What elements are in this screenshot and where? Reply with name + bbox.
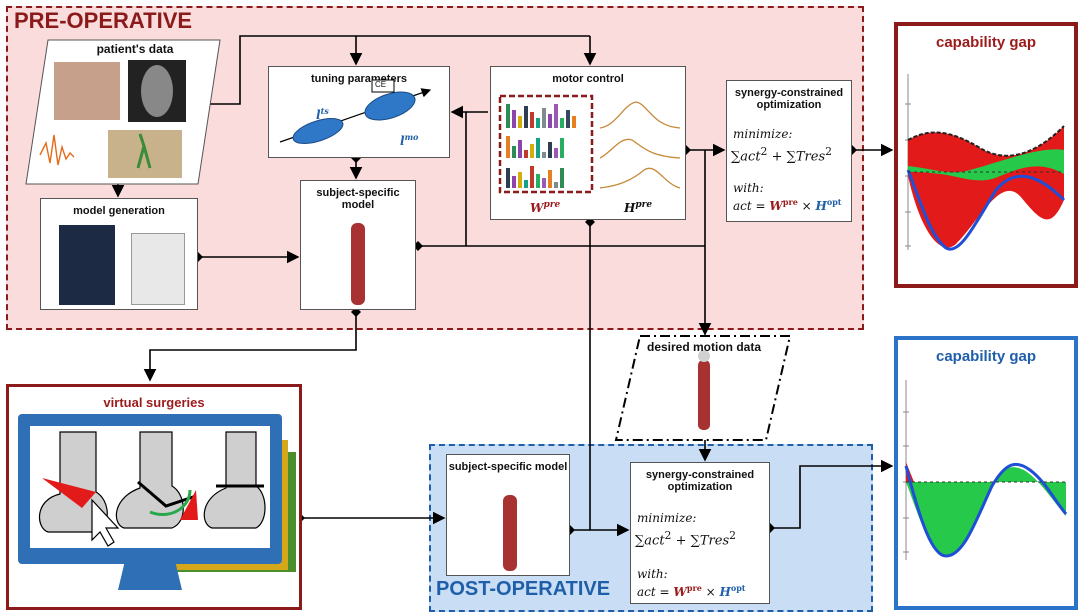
ce-label: CE bbox=[375, 80, 387, 89]
virtual-surgeries-title: virtual surgeries bbox=[103, 395, 205, 410]
optimization-pre-objective: ∑act2 + ∑Tres2 bbox=[731, 145, 833, 165]
optimization-post-objective: ∑act2 + ∑Tres2 bbox=[635, 529, 737, 549]
optimization-pre-title: synergy-constrained optimization bbox=[734, 87, 844, 111]
subject-specific-model-pre-label: subject-specific model bbox=[316, 187, 400, 211]
capability-gap-pre-title: capability gap bbox=[935, 34, 1037, 51]
optimization-post-node: synergy-constrained optimization minimiz… bbox=[630, 462, 770, 604]
musculoskeletal-figure bbox=[351, 223, 365, 305]
optimization-post-constraint: act = Wpre × Hopt bbox=[637, 583, 746, 599]
motor-control-node: motor control bbox=[490, 66, 686, 220]
subject-specific-model-post-node: subject-specific model bbox=[446, 454, 570, 576]
optimization-post-with: with: bbox=[637, 567, 668, 581]
desired-motion-data-label: desired motion data bbox=[646, 340, 762, 354]
lmo-label: lmo bbox=[400, 132, 419, 148]
w-pre-label: Wpre bbox=[530, 200, 561, 215]
motor-control-label: motor control bbox=[552, 73, 624, 85]
pelvis-image bbox=[59, 225, 115, 305]
subject-specific-model-pre-node: subject-specific model bbox=[300, 180, 416, 310]
post-operative-title: POST-OPERATIVE bbox=[436, 578, 611, 600]
musculoskeletal-figure-post bbox=[503, 495, 517, 571]
capability-gap-post-panel: capability gap bbox=[894, 336, 1078, 610]
optimization-post-minimize: minimize: bbox=[637, 511, 697, 525]
optimization-pre-with: with: bbox=[733, 181, 764, 195]
model-generation-label: model generation bbox=[73, 205, 165, 217]
optimization-post-title: synergy-constrained optimization bbox=[645, 469, 755, 493]
model-generation-node: model generation bbox=[40, 198, 198, 310]
capability-gap-post-title: capability gap bbox=[935, 348, 1037, 365]
optimization-pre-node: synergy-constrained optimization minimiz… bbox=[726, 80, 852, 222]
optimization-pre-constraint: act = Wpre × Hopt bbox=[733, 197, 842, 213]
patients-data-label: patient's data bbox=[96, 42, 174, 56]
skeleton-image bbox=[131, 233, 185, 305]
subject-specific-model-post-label: subject-specific model bbox=[448, 461, 568, 473]
lts-label: lts bbox=[316, 106, 329, 122]
optimization-pre-minimize: minimize: bbox=[733, 127, 793, 141]
pre-operative-title: PRE-OPERATIVE bbox=[14, 8, 193, 33]
h-pre-label: Hpre bbox=[624, 200, 653, 215]
